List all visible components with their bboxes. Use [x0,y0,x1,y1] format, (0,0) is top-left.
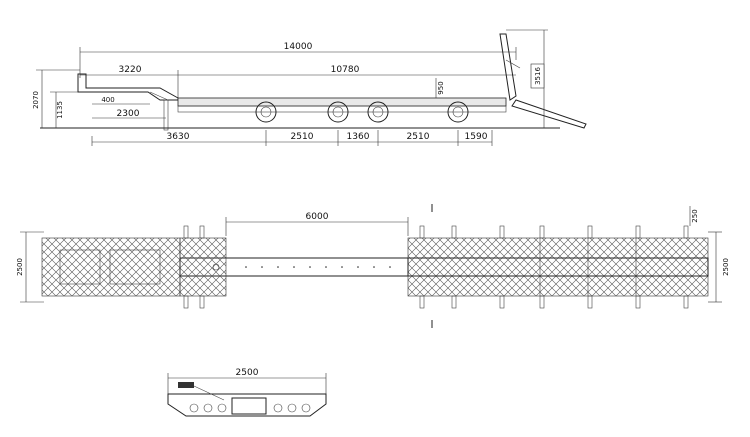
outrigger-label: 250 [691,209,699,222]
wheel-set [255,101,469,123]
end-width-label: 2500 [236,368,259,378]
gooseneck-length-label: 3220 [119,65,142,75]
end-section [167,393,327,417]
coupling-height-label: 1135 [56,101,64,119]
overall-length-label: 14000 [284,42,313,52]
axle-spacing-4: 2510 [407,132,430,142]
rear-ramp-raised [499,33,517,101]
axle-spacing-5: 1590 [465,132,488,142]
gooseneck-plan [41,237,181,297]
outriggers [183,225,689,309]
rear-ramp-lowered [511,99,587,129]
gooseneck [77,73,179,101]
gooseneck-height-label: 2070 [32,91,40,109]
well-length-label: 6000 [306,212,329,222]
axle-spacing-1: 3630 [167,132,190,142]
axle-spacing-2: 2510 [291,132,314,142]
kingpin-offset-label: 400 [101,96,114,104]
rear-deck-plan [407,237,709,297]
top-view: 6000 [16,204,730,328]
end-view: 2500 [167,368,327,417]
deck-height-label: 950 [437,81,445,94]
side-view: 14000 3220 10780 2070 1135 [32,29,587,146]
width-right-label: 2500 [722,258,730,276]
deck-length-label: 10780 [331,65,360,75]
well-bolt-holes [212,263,391,271]
gooseneck-deck-label: 2300 [117,109,140,119]
axle-spacing-3: 1360 [347,132,370,142]
ramp-height-label: 3516 [534,67,542,85]
width-left-label: 2500 [16,258,24,276]
